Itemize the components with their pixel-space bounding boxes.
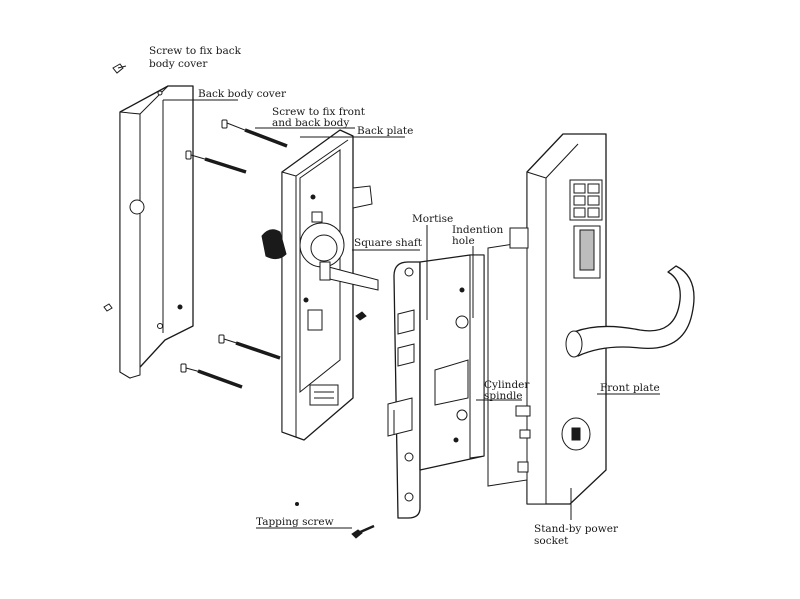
label-standby-socket-line1: Stand-by power — [534, 523, 619, 535]
label-screw-front-back-line1: Screw to fix front — [272, 106, 366, 118]
label-front-plate: Front plate — [600, 382, 660, 394]
long-screw — [180, 363, 243, 389]
long-screw — [218, 334, 281, 360]
label-square-shaft: Square shaft — [354, 237, 423, 249]
tapping-screw — [295, 502, 375, 539]
keypad — [569, 179, 603, 221]
label-cylinder-spindle-line2: spindle — [484, 390, 523, 402]
label-indention-hole-line2: hole — [452, 235, 475, 247]
label-screw-back-cover-line2: body cover — [149, 58, 208, 70]
label-standby-socket-line2: socket — [534, 535, 569, 547]
label-mortise: Mortise — [412, 213, 453, 225]
lever-handle — [565, 265, 695, 358]
label-screw-back-cover-line1: Screw to fix back — [149, 45, 242, 57]
square-shaft — [319, 261, 379, 321]
label-back-plate: Back plate — [357, 125, 413, 137]
back-cover-screw-top — [112, 63, 127, 74]
label-screw-front-back-line2: and back body — [272, 117, 349, 129]
long-screws — [180, 119, 288, 389]
front-plate — [487, 133, 695, 505]
labels: Screw to fix back body cover Back body c… — [149, 45, 660, 547]
label-back-body-cover: Back body cover — [198, 88, 287, 100]
back-body-cover — [103, 85, 194, 379]
label-cylinder-spindle-line1: Cylinder — [484, 379, 530, 391]
cylinder-lock — [561, 417, 591, 451]
label-indention-hole-line1: Indention — [452, 224, 504, 236]
leader-lines — [163, 99, 660, 529]
label-tapping-screw: Tapping screw — [256, 516, 334, 528]
fingerprint-reader — [573, 225, 601, 279]
long-screw — [221, 119, 288, 148]
long-screw — [185, 150, 247, 174]
mortise — [387, 254, 485, 519]
